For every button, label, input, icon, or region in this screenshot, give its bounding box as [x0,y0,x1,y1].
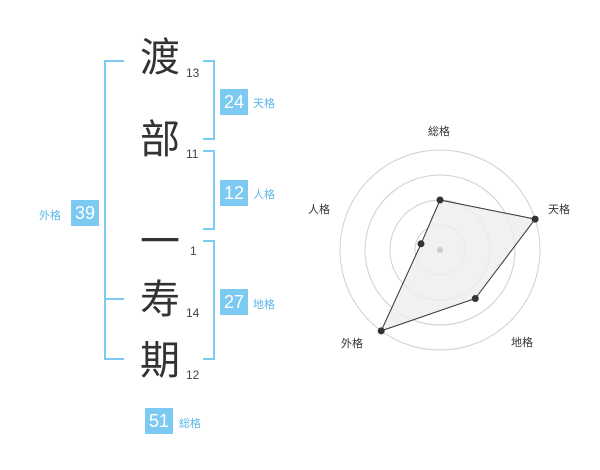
chikaku-bracket [203,240,215,360]
name-char-5: 期 [140,338,180,384]
tenkaku-label: 天格 [253,97,275,110]
radar-chart [339,149,541,351]
radar-point-3 [471,295,479,302]
radar-axis-label-soukaku: 総格 [428,125,450,138]
gaikaku-bracket [104,60,124,360]
radar-point-5 [417,240,425,248]
soukaku-label: 総格 [179,417,201,430]
name-char-4: 寿 [140,277,180,323]
stroke-count-5: 12 [186,368,200,382]
radar-grid-ring-3 [364,174,516,326]
soukaku-value-badge: 51 [145,408,173,434]
stroke-count-4: 14 [186,306,200,320]
stroke-count-3: 1 [190,244,197,258]
radar-point-4 [377,327,385,335]
radar-axis-label-chikaku: 地格 [511,336,533,349]
radar-center-dot [437,247,443,253]
name-char-2: 部 [140,117,180,163]
radar-point-1 [436,196,444,204]
radar-axis-label-jinkaku: 人格 [308,203,330,216]
radar-axis-label-tenkaku: 天格 [548,203,570,216]
stroke-count-1: 13 [186,66,200,80]
gaikaku-label: 外格 [39,209,61,222]
radar-point-2 [531,215,539,223]
radar-series-polygon [380,199,536,332]
chikaku-value-badge: 27 [220,289,248,315]
gaikaku-bracket-tick [104,298,124,300]
gaikaku-value-badge: 39 [71,200,99,226]
stroke-count-2: 11 [186,147,199,161]
jinkaku-bracket [203,150,215,230]
name-char-1: 渡 [140,35,180,81]
radar-axis-label-gaikaku: 外格 [341,337,363,350]
name-char-3: 一 [140,219,180,265]
chikaku-label: 地格 [253,298,275,311]
jinkaku-value-badge: 12 [220,180,248,206]
jinkaku-label: 人格 [253,188,275,201]
radar-grid-ring-4 [339,149,541,351]
tenkaku-value-badge: 24 [220,89,248,115]
tenkaku-bracket [203,60,215,140]
